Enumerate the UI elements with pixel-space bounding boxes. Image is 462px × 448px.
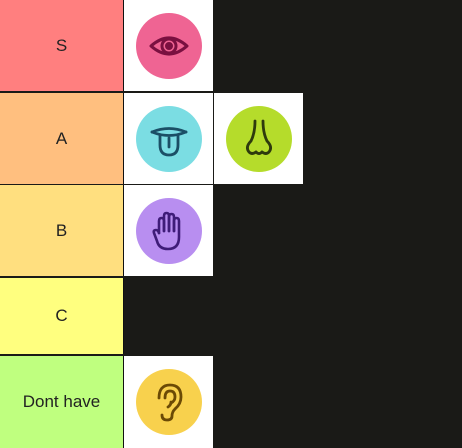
tier-label-a[interactable]: A <box>0 93 124 184</box>
tier-items-s <box>124 0 214 91</box>
tier-row-b: B <box>0 185 462 276</box>
eye-icon <box>135 12 202 79</box>
tier-item-nose[interactable] <box>214 93 304 184</box>
nose-icon <box>225 105 292 172</box>
tier-item-tongue[interactable] <box>124 93 214 184</box>
ear-icon <box>135 369 202 435</box>
tier-items-b <box>124 185 214 276</box>
tier-items-a <box>124 93 304 184</box>
tier-label-c[interactable]: C <box>0 278 124 354</box>
tier-row-a: A <box>0 93 462 184</box>
tier-row-c: C <box>0 278 462 354</box>
tier-label-b[interactable]: B <box>0 185 124 276</box>
tier-row-s: S <box>0 0 462 91</box>
tier-item-eye[interactable] <box>124 0 214 91</box>
hand-icon <box>135 197 202 264</box>
tier-row-dont-have: Dont have <box>0 356 462 448</box>
tier-label-dont-have[interactable]: Dont have <box>0 356 124 448</box>
tongue-icon <box>135 105 202 172</box>
tier-items-dont-have <box>124 356 214 448</box>
tier-item-ear[interactable] <box>124 356 214 448</box>
tier-label-s[interactable]: S <box>0 0 124 91</box>
tier-item-hand[interactable] <box>124 185 214 276</box>
